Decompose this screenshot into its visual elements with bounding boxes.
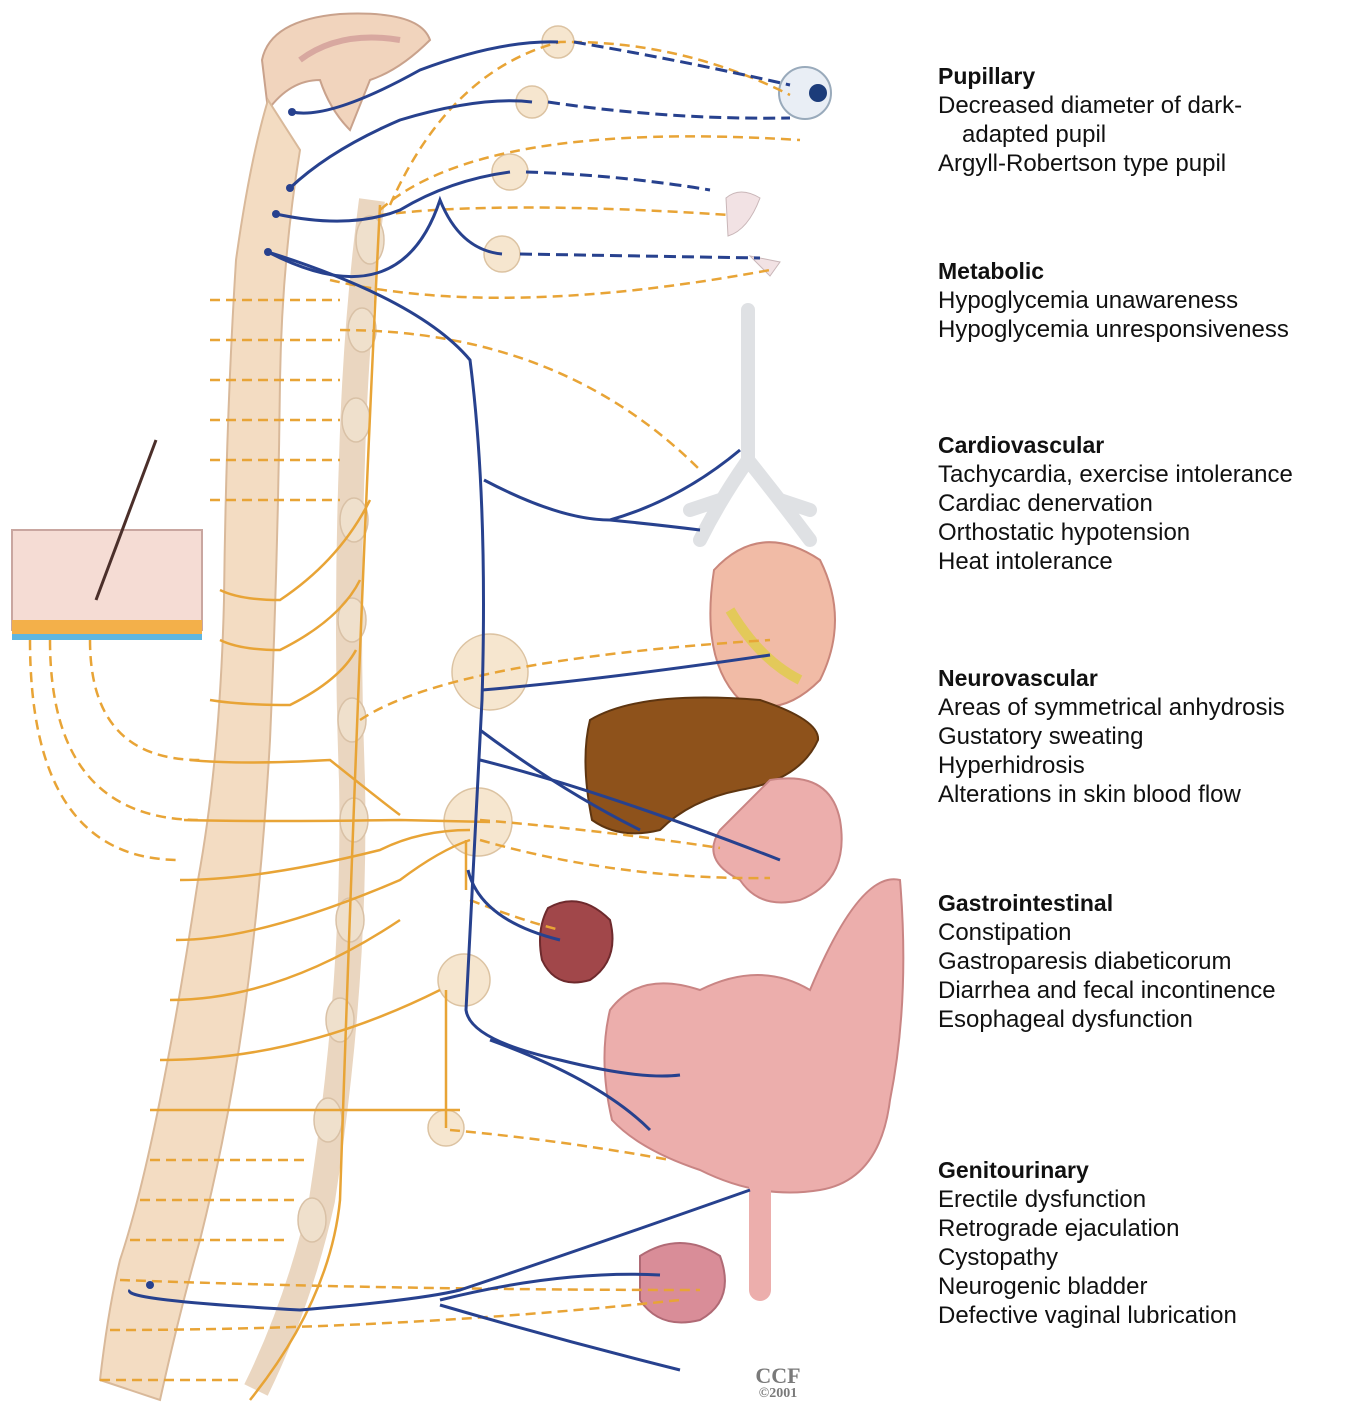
symptom-item: Decreased diameter of dark- <box>938 91 1242 120</box>
kidney <box>540 901 613 982</box>
symptom-list: Hypoglycemia unawareness Hypoglycemia un… <box>938 286 1289 344</box>
symptom-item: adapted pupil <box>938 120 1242 149</box>
spinal-cord <box>100 100 300 1400</box>
symptom-list: Erectile dysfunction Retrograde ejaculat… <box>938 1185 1237 1330</box>
copyright-watermark: CCF ©2001 <box>738 1365 818 1401</box>
trachea-bronchi <box>690 310 810 540</box>
metabolic-group: Metabolic Hypoglycemia unawareness Hypog… <box>938 257 1289 344</box>
heart <box>710 542 835 706</box>
symptom-item: Alterations in skin blood flow <box>938 780 1285 809</box>
intestines <box>604 879 903 1192</box>
symptom-item: Hypoglycemia unawareness <box>938 286 1289 315</box>
symptom-item: Hypoglycemia unresponsiveness <box>938 315 1289 344</box>
gastrointestinal-group: Gastrointestinal Constipation Gastropare… <box>938 889 1276 1034</box>
symptom-item: Argyll-Robertson type pupil <box>938 149 1242 178</box>
symptom-item: Tachycardia, exercise intolerance <box>938 460 1293 489</box>
symptom-item: Retrograde ejaculation <box>938 1214 1237 1243</box>
neurovascular-group: Neurovascular Areas of symmetrical anhyd… <box>938 664 1285 809</box>
symptom-item: Orthostatic hypotension <box>938 518 1293 547</box>
group-heading: Metabolic <box>938 257 1289 286</box>
autonomic-nervous-system-illustration <box>0 0 930 1410</box>
watermark-org: CCF <box>738 1365 818 1387</box>
symptom-item: Defective vaginal lubrication <box>938 1301 1237 1330</box>
symptom-item: Cystopathy <box>938 1243 1237 1272</box>
symptom-item: Gastroparesis diabeticorum <box>938 947 1276 976</box>
group-heading: Cardiovascular <box>938 431 1293 460</box>
symptom-list: Tachycardia, exercise intolerance Cardia… <box>938 460 1293 576</box>
genitourinary-group: Genitourinary Erectile dysfunction Retro… <box>938 1156 1237 1330</box>
watermark-year: ©2001 <box>738 1387 818 1401</box>
symptom-item: Cardiac denervation <box>938 489 1293 518</box>
symptom-item: Heat intolerance <box>938 547 1293 576</box>
symptom-item: Diarrhea and fecal incontinence <box>938 976 1276 1005</box>
group-heading: Pupillary <box>938 62 1242 91</box>
cardiovascular-group: Cardiovascular Tachycardia, exercise int… <box>938 431 1293 576</box>
group-heading: Gastrointestinal <box>938 889 1276 918</box>
symptom-item: Esophageal dysfunction <box>938 1005 1276 1034</box>
symptom-item: Gustatory sweating <box>938 722 1285 751</box>
symptom-item: Erectile dysfunction <box>938 1185 1237 1214</box>
group-heading: Genitourinary <box>938 1156 1237 1185</box>
skin-block <box>12 440 202 640</box>
parasympathetic-postganglionic-fibers <box>520 42 790 258</box>
brain <box>262 14 430 130</box>
pupillary-group: Pupillary Decreased diameter of dark- ad… <box>938 62 1242 178</box>
symptom-item: Hyperhidrosis <box>938 751 1285 780</box>
symptom-list: Decreased diameter of dark- adapted pupi… <box>938 91 1242 178</box>
symptom-item: Areas of symmetrical anhydrosis <box>938 693 1285 722</box>
symptom-item: Constipation <box>938 918 1276 947</box>
group-heading: Neurovascular <box>938 664 1285 693</box>
symptom-list: Areas of symmetrical anhydrosis Gustator… <box>938 693 1285 809</box>
symptom-list: Constipation Gastroparesis diabeticorum … <box>938 918 1276 1034</box>
bladder <box>640 1243 725 1323</box>
symptom-item: Neurogenic bladder <box>938 1272 1237 1301</box>
